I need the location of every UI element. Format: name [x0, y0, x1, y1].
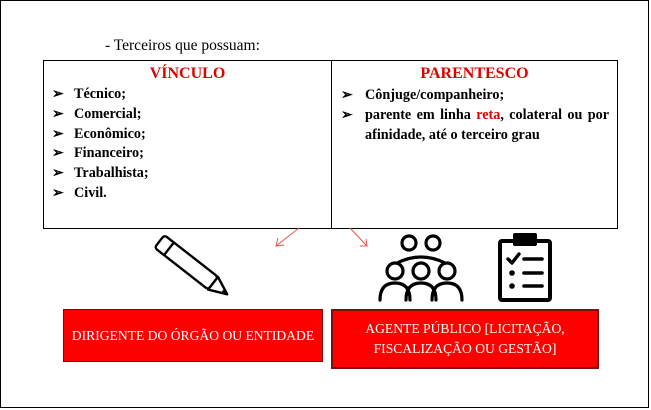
- dirigente-box: DIRIGENTE DO ÓRGÃO OU ENTIDADE: [63, 309, 323, 362]
- agente-publico-box: AGENTE PÚBLICO [LICITAÇÃO, FISCALIZAÇÃO …: [331, 309, 599, 369]
- list-item: ➢Financeiro;: [44, 144, 331, 164]
- parentesco-column: PARENTESCO ➢Cônjuge/companheiro; ➢parent…: [332, 61, 617, 228]
- parentesco-title: PARENTESCO: [420, 65, 529, 82]
- checklist-clipboard-icon: [498, 233, 552, 302]
- list-item: ➢Econômico;: [44, 125, 331, 145]
- arrow-bullet-icon: ➢: [52, 145, 64, 162]
- list-item: ➢Cônjuge/companheiro;: [332, 86, 617, 106]
- arrow-bullet-icon: ➢: [52, 86, 64, 102]
- intro-text: - Terceiros que possuam:: [105, 37, 260, 54]
- arrow-bullet-icon: ➢: [341, 87, 353, 103]
- arrow-left-connector: [275, 227, 300, 247]
- arrow-bullet-icon: ➢: [52, 165, 64, 182]
- arrow-bullet-icon: ➢: [341, 106, 353, 123]
- people-group-icon: [378, 234, 464, 302]
- arrow-bullet-icon: ➢: [52, 105, 64, 122]
- vinculo-list: ➢Técnico; ➢Comercial; ➢Econômico; ➢Finan…: [44, 85, 331, 204]
- list-item: ➢Comercial;: [44, 105, 331, 125]
- criteria-table: VÍNCULO ➢Técnico; ➢Comercial; ➢Econômico…: [43, 60, 618, 229]
- arrow-right-connector: [349, 227, 368, 247]
- agente-publico-label: AGENTE PÚBLICO [LICITAÇÃO, FISCALIZAÇÃO …: [365, 321, 565, 356]
- arrow-bullet-icon: ➢: [52, 184, 64, 201]
- list-item: ➢parente em linha reta, colateral ou por…: [341, 106, 610, 143]
- pen-icon: [154, 235, 229, 296]
- arrow-bullet-icon: ➢: [52, 125, 64, 142]
- list-item: ➢Técnico;: [44, 85, 331, 105]
- list-item: ➢Civil.: [44, 184, 331, 204]
- highlight-text: reta: [476, 106, 501, 123]
- vinculo-title: VÍNCULO: [149, 65, 226, 82]
- parentesco-list: ➢Cônjuge/companheiro; ➢parente em linha …: [332, 86, 617, 145]
- vinculo-column: VÍNCULO ➢Técnico; ➢Comercial; ➢Econômico…: [44, 61, 332, 228]
- dirigente-label: DIRIGENTE DO ÓRGÃO OU ENTIDADE: [71, 327, 315, 343]
- list-item: ➢Trabalhista;: [44, 164, 331, 184]
